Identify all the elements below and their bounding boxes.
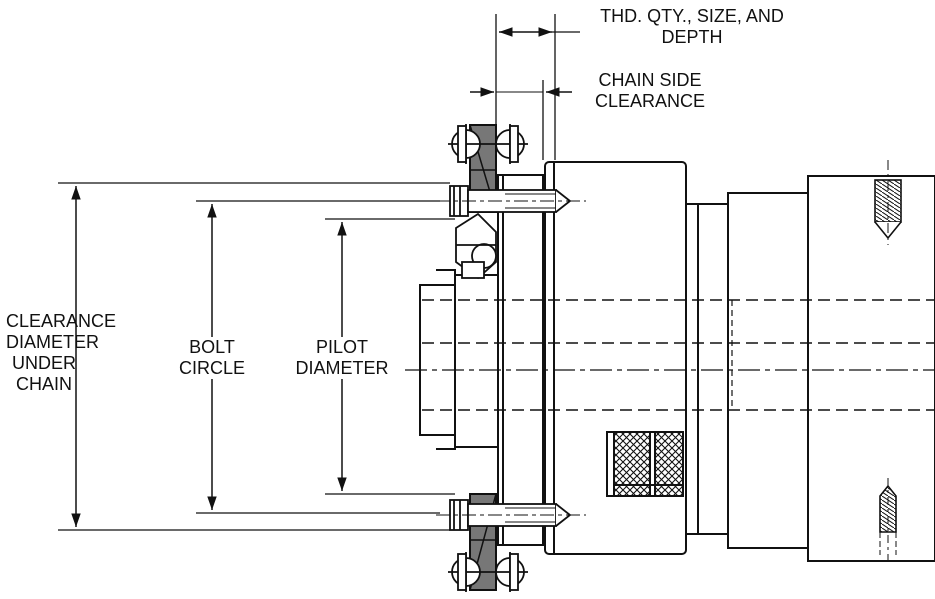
set-screw-detail [455,212,497,280]
hatched-insert [606,431,684,497]
label-line: DIAMETER [6,332,100,352]
label-line: PILOT [315,337,368,357]
label-line: UNDER [11,353,76,373]
label-line: BOLT [189,337,235,357]
label-chain-side-clearance: CHAIN SIDE CLEARANCE [580,70,720,112]
label-line: DIAMETER [295,358,389,378]
flange-plate [419,174,544,546]
label-bolt-circle: BOLT CIRCLE [172,337,252,379]
label-line: CHAIN SIDE [598,70,702,90]
label-line: CLEARANCE [594,91,706,111]
label-clearance-diameter: CLEARANCE DIAMETER UNDER CHAIN [6,311,117,395]
bolt-top [449,185,572,217]
label-line: DEPTH [661,27,723,47]
shaft [685,175,935,562]
hidden-bore-lines [422,299,935,411]
label-line: CLEARANCE [6,311,117,331]
bolt-bottom [449,499,572,531]
label-line: THD. QTY., SIZE, AND [600,6,784,26]
shaft-tapped-hole-bottom [879,478,897,560]
label-thread-spec: THD. QTY., SIZE, AND DEPTH [577,6,807,48]
extension-lines [58,14,556,531]
chain-roller-top [448,124,528,164]
shaft-tapped-hole-top [874,160,902,245]
label-line: CIRCLE [178,358,245,378]
chain-roller-bottom [448,552,528,592]
label-line: CHAIN [15,374,72,394]
label-pilot-diameter: PILOT DIAMETER [290,337,394,379]
